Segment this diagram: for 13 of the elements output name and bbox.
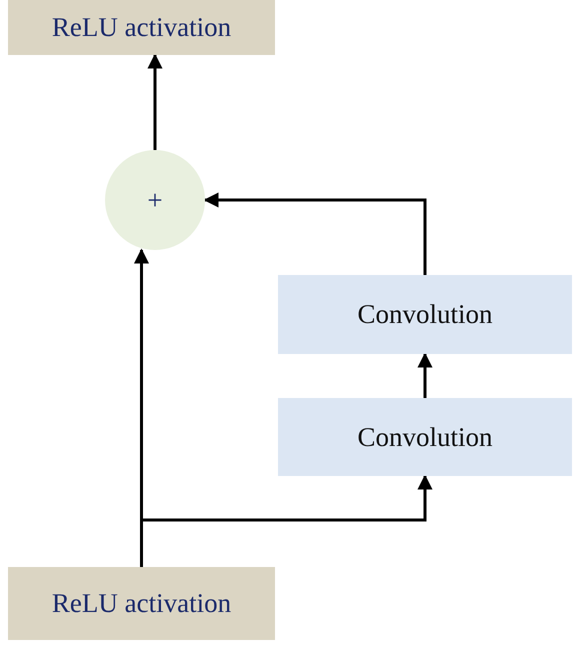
arrow bbox=[140, 474, 432, 567]
box-label: ReLU activation bbox=[52, 588, 232, 619]
convolution-box bbox=[278, 398, 572, 476]
box-label: ReLU activation bbox=[52, 12, 232, 43]
arrow bbox=[148, 54, 162, 150]
sum-symbol: + bbox=[147, 184, 163, 216]
arrow bbox=[204, 192, 426, 275]
box-label: Convolution bbox=[357, 299, 492, 330]
convolution-box bbox=[278, 275, 572, 354]
activation-box bbox=[8, 0, 275, 55]
arrow bbox=[418, 352, 432, 398]
box-label: Convolution bbox=[357, 422, 492, 452]
activation-box bbox=[8, 567, 275, 640]
